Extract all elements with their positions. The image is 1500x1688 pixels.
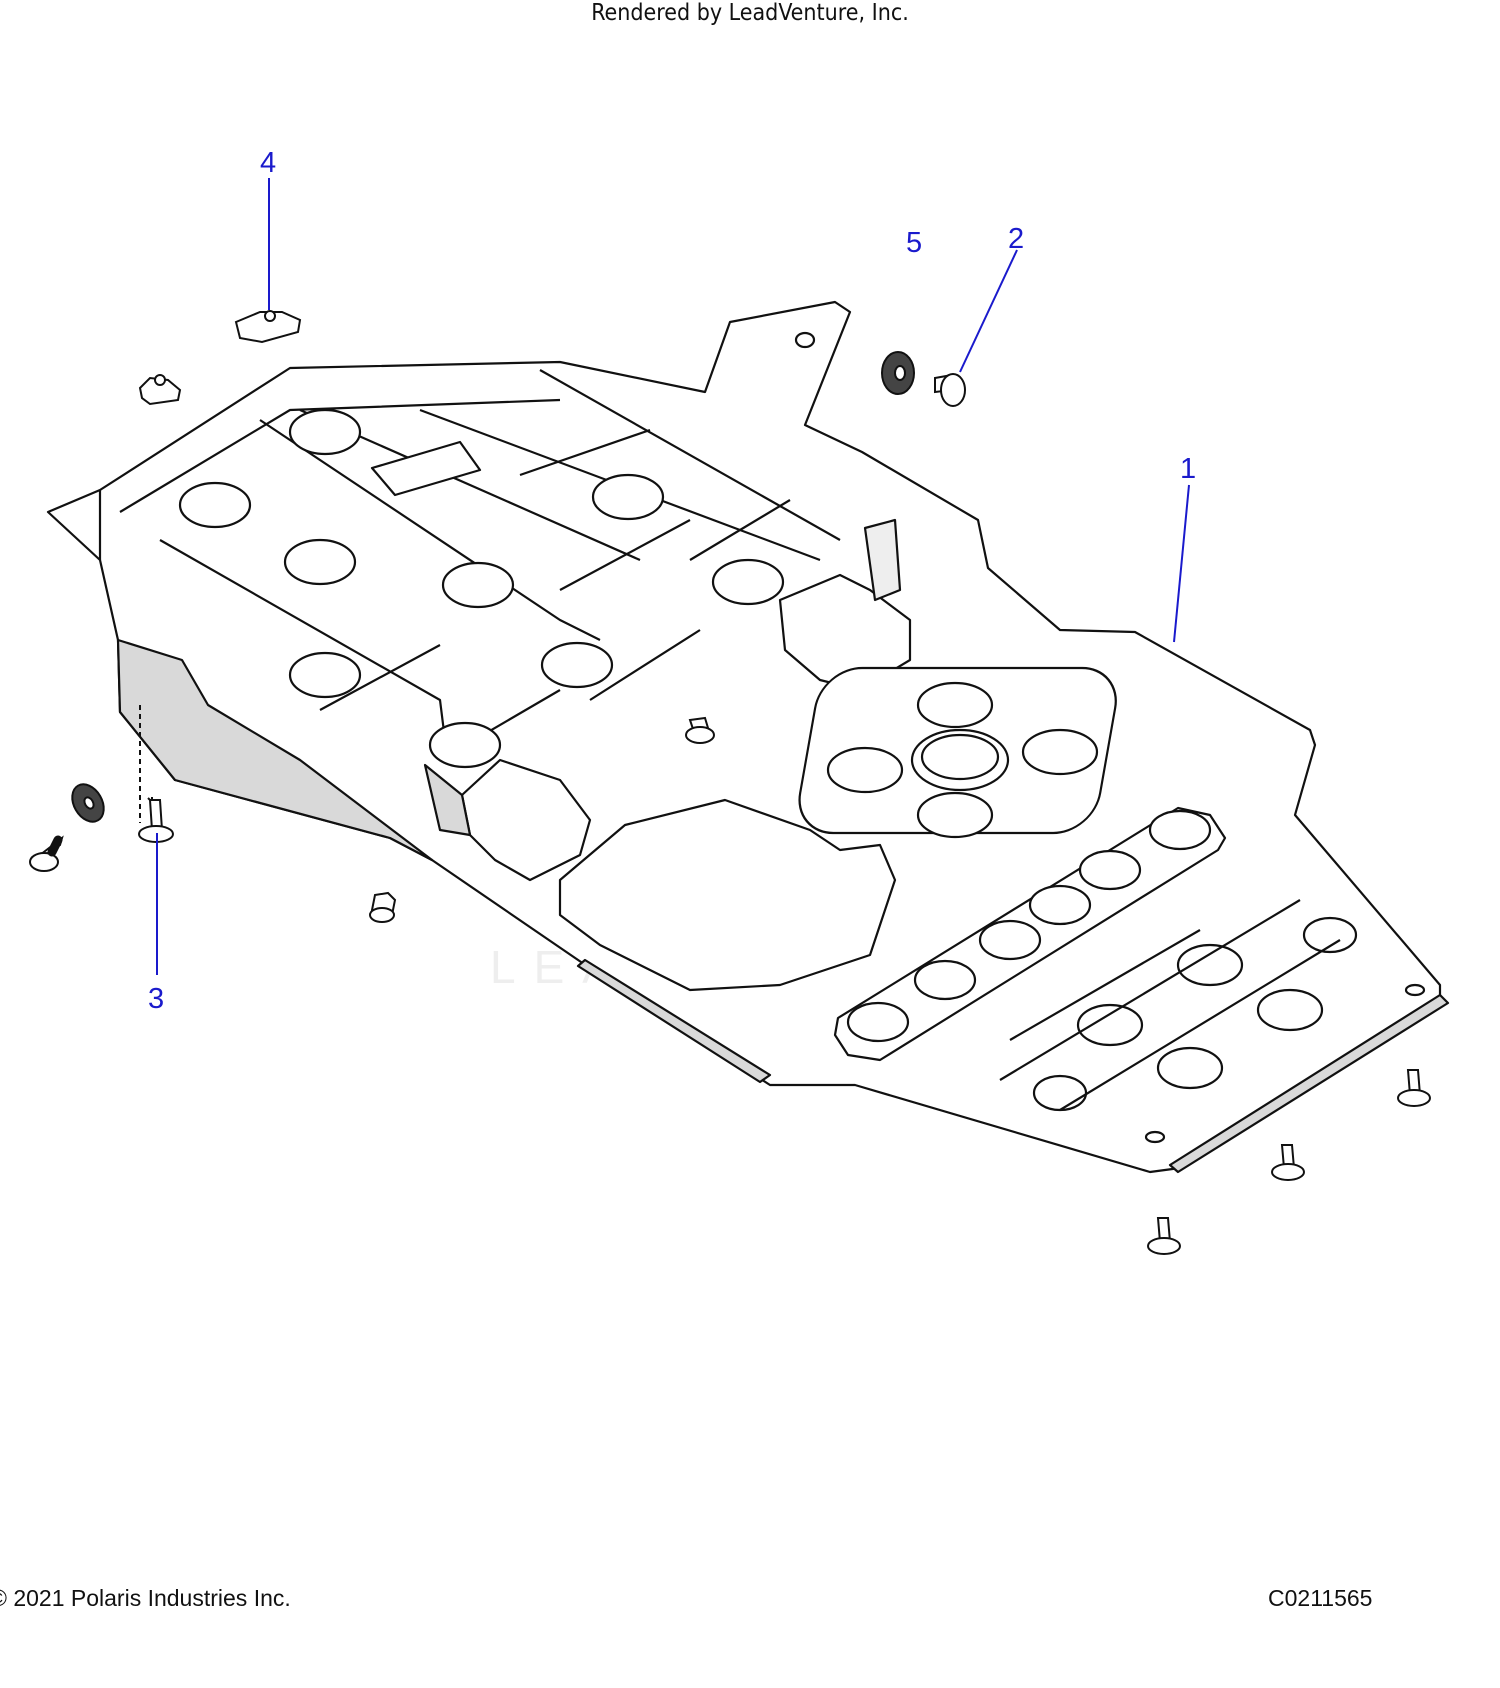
fasteners <box>29 310 1431 1255</box>
callout-1[interactable]: 1 <box>1180 453 1196 485</box>
skid-plate <box>46 300 1450 1174</box>
front-push-rivets <box>1147 1069 1431 1255</box>
rendered-by: Rendered by LeadVenture, Inc. <box>591 0 909 26</box>
clip-nut-4 <box>234 311 302 344</box>
callout-5[interactable]: 5 <box>906 227 922 259</box>
callout-4[interactable]: 4 <box>260 147 276 179</box>
callout-3[interactable]: 3 <box>148 983 164 1015</box>
copyright-notice: © 2021 Polaris Industries Inc. <box>0 1585 291 1611</box>
clip-nut <box>138 376 182 406</box>
callout-2[interactable]: 2 <box>1008 223 1024 255</box>
drawing-id: C0211565 <box>1268 1585 1373 1611</box>
lightening-holes <box>178 408 785 769</box>
callout-leaders <box>156 178 1190 975</box>
